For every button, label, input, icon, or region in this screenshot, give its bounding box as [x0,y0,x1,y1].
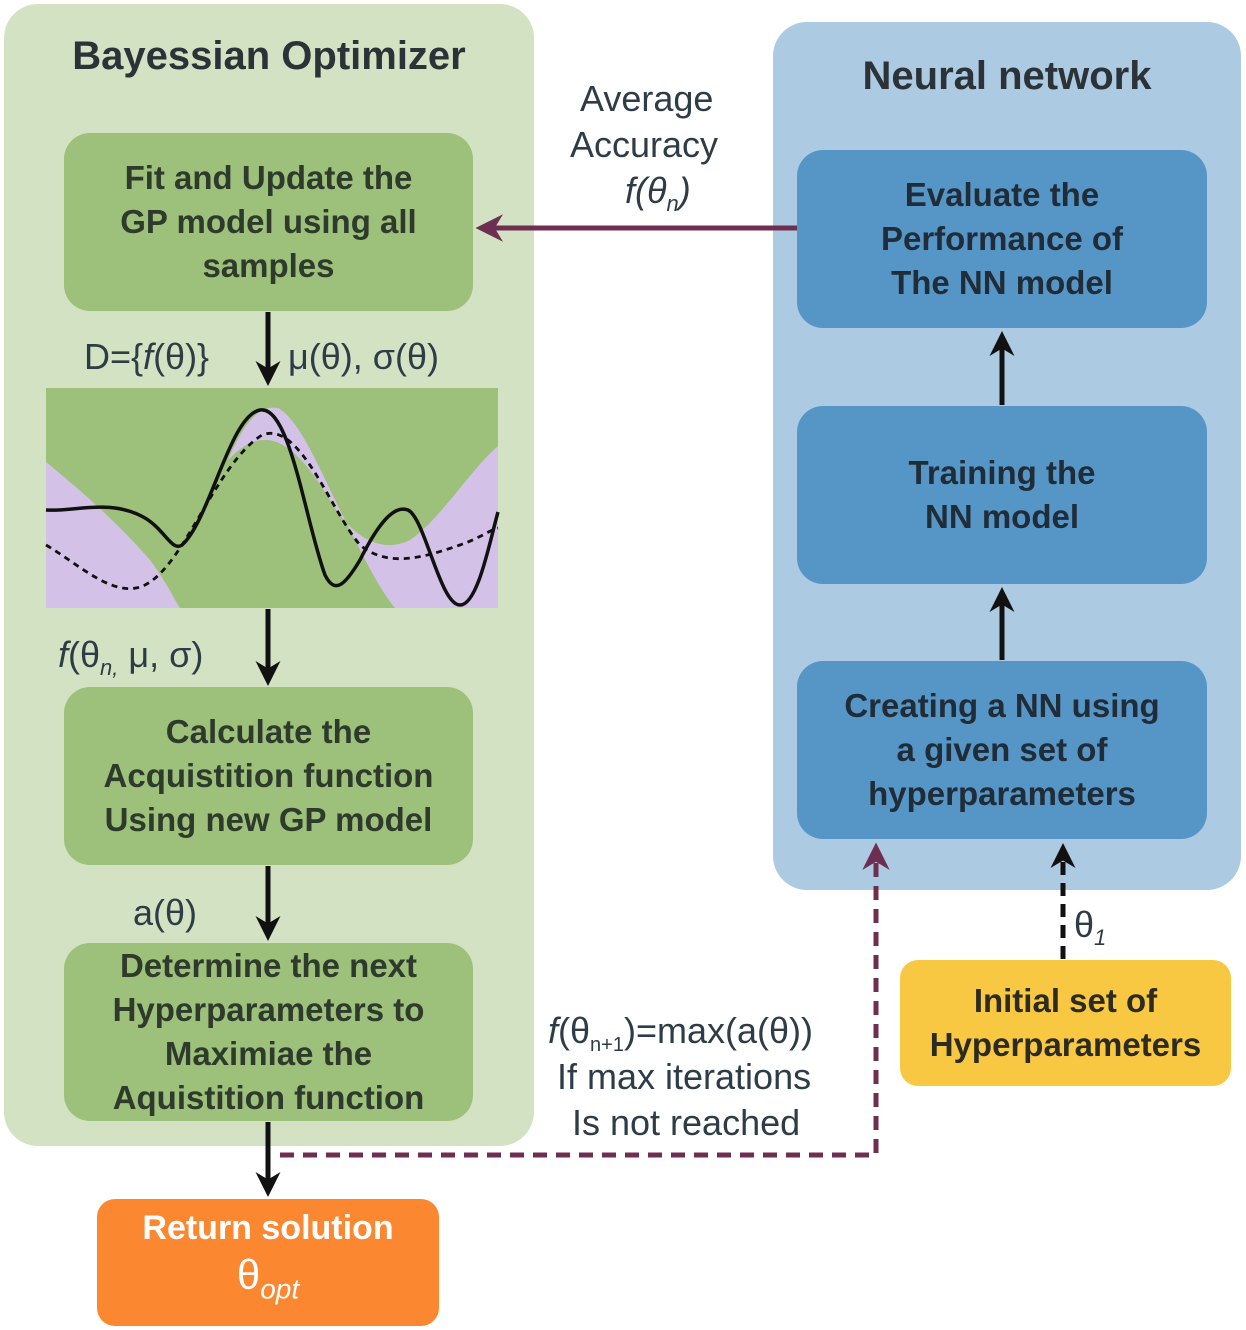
acquisition-output-label: a(θ) [133,892,198,933]
evaluate-performance-box: Evaluate the Performance of The NN model [797,150,1207,328]
gp-true-function [45,408,500,607]
mu-sigma-label: μ(θ), σ(θ) [288,336,439,377]
fit-update-gp-box: Fit and Update the GP model using all sa… [64,133,473,311]
loop-condition-line2: If max iterations [557,1056,812,1097]
loop-condition-line3: Is not reached [572,1102,801,1143]
initial-hyperparameters-box: Initial set of Hyperparameters [900,960,1231,1086]
return-solution-label: Return solution [142,1209,394,1248]
gp-uncertainty-band-left [46,462,180,608]
creating-nn-box: Creating a NN using a given set of hyper… [797,661,1207,839]
dataset-label: D={f(θ)} [84,336,210,377]
calculate-acquisition-box: Calculate the Acquistition function Usin… [64,687,473,865]
acquisition-input-label: f(θn, μ, σ) [58,634,204,681]
gp-mean-function [45,431,499,591]
average-accuracy-func-label: f(θn) [625,170,691,217]
training-box: Training the NN model [797,406,1207,584]
bayesian-optimizer-title: Bayessian Optimizer [72,34,466,78]
theta-opt-label: θopt [236,1251,300,1305]
return-solution-box: Return solution θopt [97,1199,439,1326]
accuracy-label: Accuracy [570,124,719,165]
average-label: Average [580,78,714,119]
loop-condition-line1: f(θn+1)=max(a(θ)) [548,1010,813,1057]
neural-network-title: Neural network [862,54,1152,98]
gp-plot [45,388,500,608]
theta1-label: θ1 [1074,904,1107,951]
determine-next-hyperparameters-box: Determine the next Hyperparameters to Ma… [64,943,473,1121]
